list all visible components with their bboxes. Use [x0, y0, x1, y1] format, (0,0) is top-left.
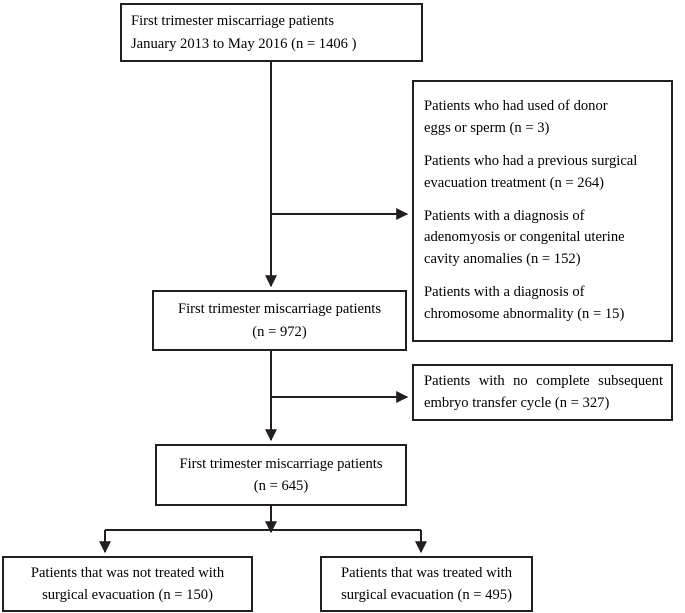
exclusion-item-adenomyosis-uterine-anomaly-line3: cavity anomalies (n = 152) [424, 251, 581, 268]
exclusion-item-donor-gametes: Patients who had used of donor eggs or s… [424, 96, 663, 140]
exclusion-word-4: complete [536, 372, 590, 389]
exclusion-item-adenomyosis-uterine-anomaly-line2: adenomyosis or congenital uterine [424, 229, 625, 246]
node-exclusions-second[interactable]: Patients with no complete subsequent emb… [412, 364, 673, 421]
node-cohort-initial[interactable]: First trimester miscarriage patients Jan… [120, 3, 423, 62]
exclusion-item-chromosome-abnormality-line2: chromosome abnormality (n = 15) [424, 306, 625, 323]
exclusion-item-donor-gametes-line1: Patients who had used of donor [424, 97, 608, 114]
node-group-not-treated-line1: Patients that was not treated with [30, 564, 225, 581]
exclusion-item-donor-gametes-line2: eggs or sperm (n = 3) [424, 119, 550, 136]
exclusion-item-chromosome-abnormality-line1: Patients with a diagnosis of [424, 284, 585, 301]
exclusion-item-previous-surgical-evacuation-line1: Patients who had a previous surgical [424, 152, 638, 169]
node-group-not-treated[interactable]: Patients that was not treated with surgi… [2, 556, 253, 612]
node-group-treated-line2: surgical evacuation (n = 495) [341, 587, 512, 603]
exclusion-item-no-subsequent-transfer-line2: embryo transfer cycle (n = 327) [424, 394, 610, 411]
node-exclusions-first[interactable]: Patients who had used of donor eggs or s… [412, 80, 673, 342]
node-group-treated-line1: Patients that was treated with [340, 564, 513, 581]
node-cohort-final[interactable]: First trimester miscarriage patients (n … [155, 444, 407, 506]
exclusion-word-3: no [513, 372, 528, 389]
node-cohort-after-first-exclusion-line2: (n = 972) [252, 323, 307, 340]
exclusion-word-1: Patients [424, 372, 471, 389]
exclusion-item-no-subsequent-transfer: Patients with no complete subsequent emb… [424, 371, 663, 415]
node-cohort-initial-line2: January 2013 to May 2016 (n = 1406 ) [131, 35, 357, 52]
exclusion-item-previous-surgical-evacuation-line2: evacuation treatment (n = 264) [424, 174, 605, 191]
exclusion-item-adenomyosis-uterine-anomaly: Patients with a diagnosis of adenomyosis… [424, 206, 663, 272]
exclusion-item-no-subsequent-transfer-line1: Patients with no complete subsequent [424, 371, 663, 393]
node-cohort-initial-line1: First trimester miscarriage patients [131, 13, 335, 30]
exclusion-item-chromosome-abnormality: Patients with a diagnosis of chromosome … [424, 282, 663, 326]
node-group-treated[interactable]: Patients that was treated with surgical … [320, 556, 533, 612]
exclusion-word-5: subsequent [598, 372, 663, 389]
exclusion-word-2: with [478, 372, 505, 389]
node-cohort-final-line2: (n = 645) [253, 478, 309, 494]
exclusion-item-previous-surgical-evacuation: Patients who had a previous surgical eva… [424, 151, 663, 195]
node-cohort-after-first-exclusion-line1: First trimester miscarriage patients [177, 301, 382, 318]
node-cohort-final-line1: First trimester miscarriage patients [179, 455, 383, 472]
node-cohort-after-first-exclusion[interactable]: First trimester miscarriage patients (n … [152, 290, 407, 351]
node-group-not-treated-line2: surgical evacuation (n = 150) [42, 587, 213, 603]
exclusion-item-adenomyosis-uterine-anomaly-line1: Patients with a diagnosis of [424, 207, 585, 224]
